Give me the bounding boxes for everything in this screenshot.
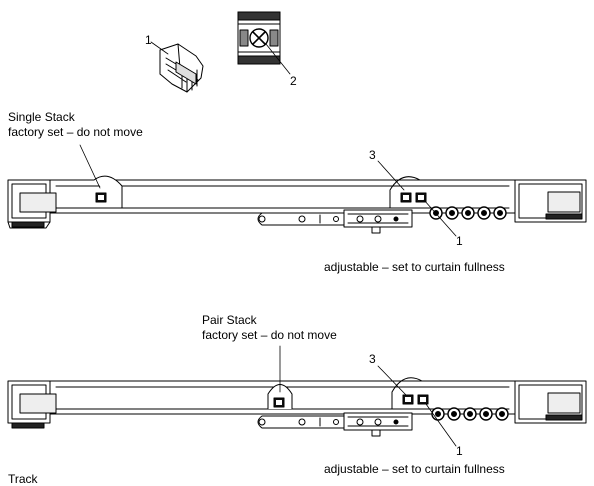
track-label: Track [8, 472, 38, 486]
pair-stack-note: factory set – do not move [202, 328, 337, 342]
callout-single-1: 1 [456, 234, 463, 248]
callout-part-2: 2 [290, 74, 297, 88]
part-2-glider-illustration [237, 11, 291, 75]
part-1-clip-illustration [150, 41, 204, 93]
callout-pair-3: 3 [369, 352, 376, 366]
single-stack-note: factory set – do not move [8, 125, 143, 139]
pair-stack-title: Pair Stack [202, 313, 257, 327]
single-stack-adjustable-note: adjustable – set to curtain fullness [324, 260, 505, 274]
single-stack-track [7, 144, 587, 237]
callout-pair-1: 1 [456, 444, 463, 458]
single-stack-title: Single Stack [8, 110, 75, 124]
callout-single-3: 3 [369, 148, 376, 162]
pair-stack-track [7, 345, 587, 447]
pair-stack-adjustable-note: adjustable – set to curtain fullness [324, 462, 505, 476]
callout-part-1: 1 [145, 33, 152, 47]
